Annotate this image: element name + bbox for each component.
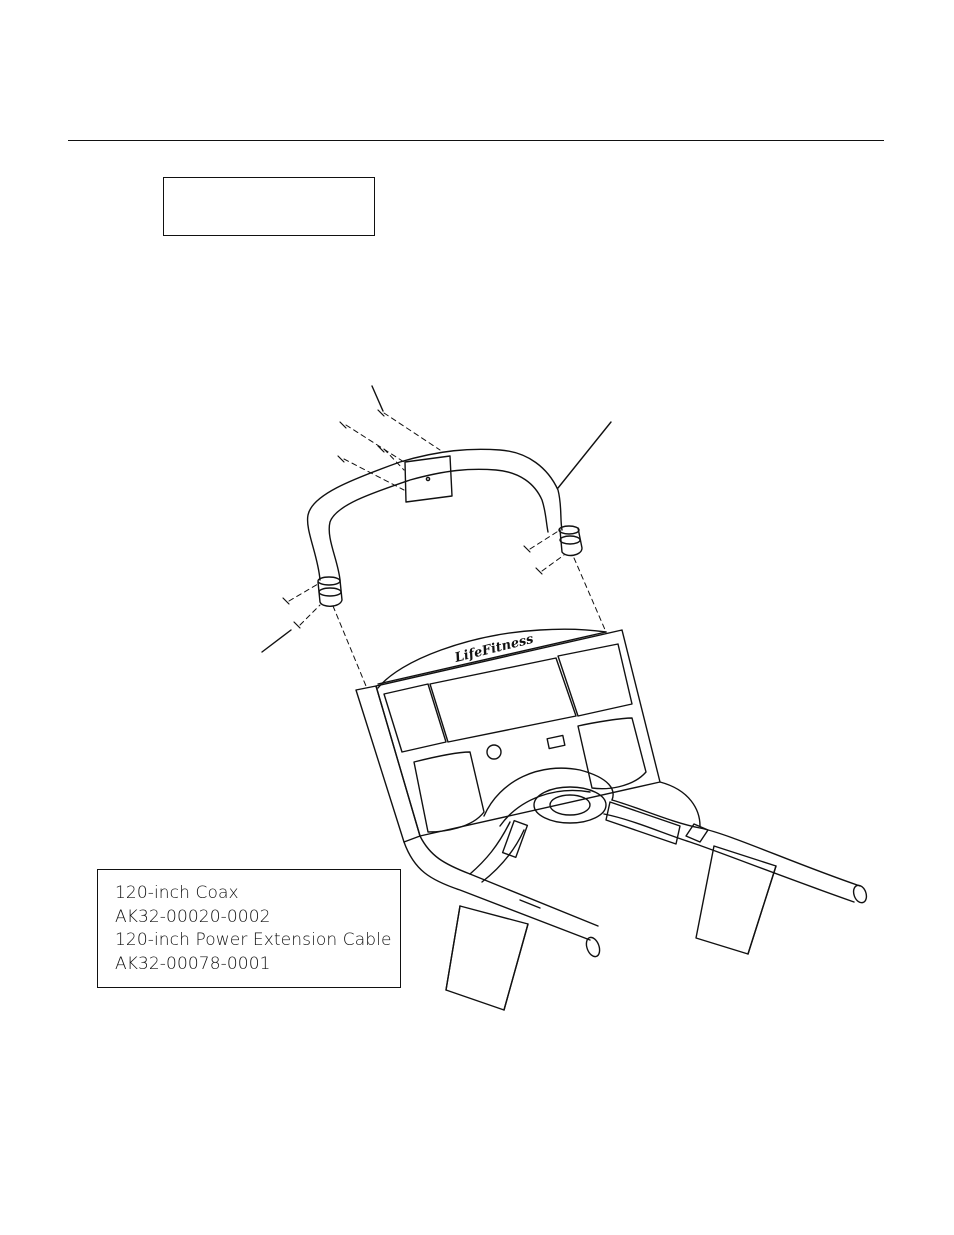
alignment-lines: [288, 412, 607, 687]
part-name-power-cable: 120-inch Power Extension Cable: [115, 930, 392, 950]
left-leg: [445, 905, 529, 1011]
left-upright: [355, 685, 601, 958]
handlebar: [306, 448, 583, 607]
right-leg: [695, 845, 777, 955]
right-handrail: [603, 781, 868, 904]
header-rule: [68, 140, 884, 141]
leader-lines: [261, 385, 612, 653]
part-name-coax: 120-inch Coax: [115, 883, 239, 903]
console-logo: LifeFitness: [452, 632, 535, 666]
part-number-coax: AK32-00020-0002: [115, 906, 271, 927]
mounting-plate: [404, 455, 453, 503]
part-number-power-cable: AK32-00078-0001: [115, 953, 271, 974]
screws: [282, 409, 543, 629]
parts-list-box: 120-inch Coax AK32-00020-0002 120-inch P…: [97, 869, 401, 988]
empty-label-box: [163, 177, 375, 236]
